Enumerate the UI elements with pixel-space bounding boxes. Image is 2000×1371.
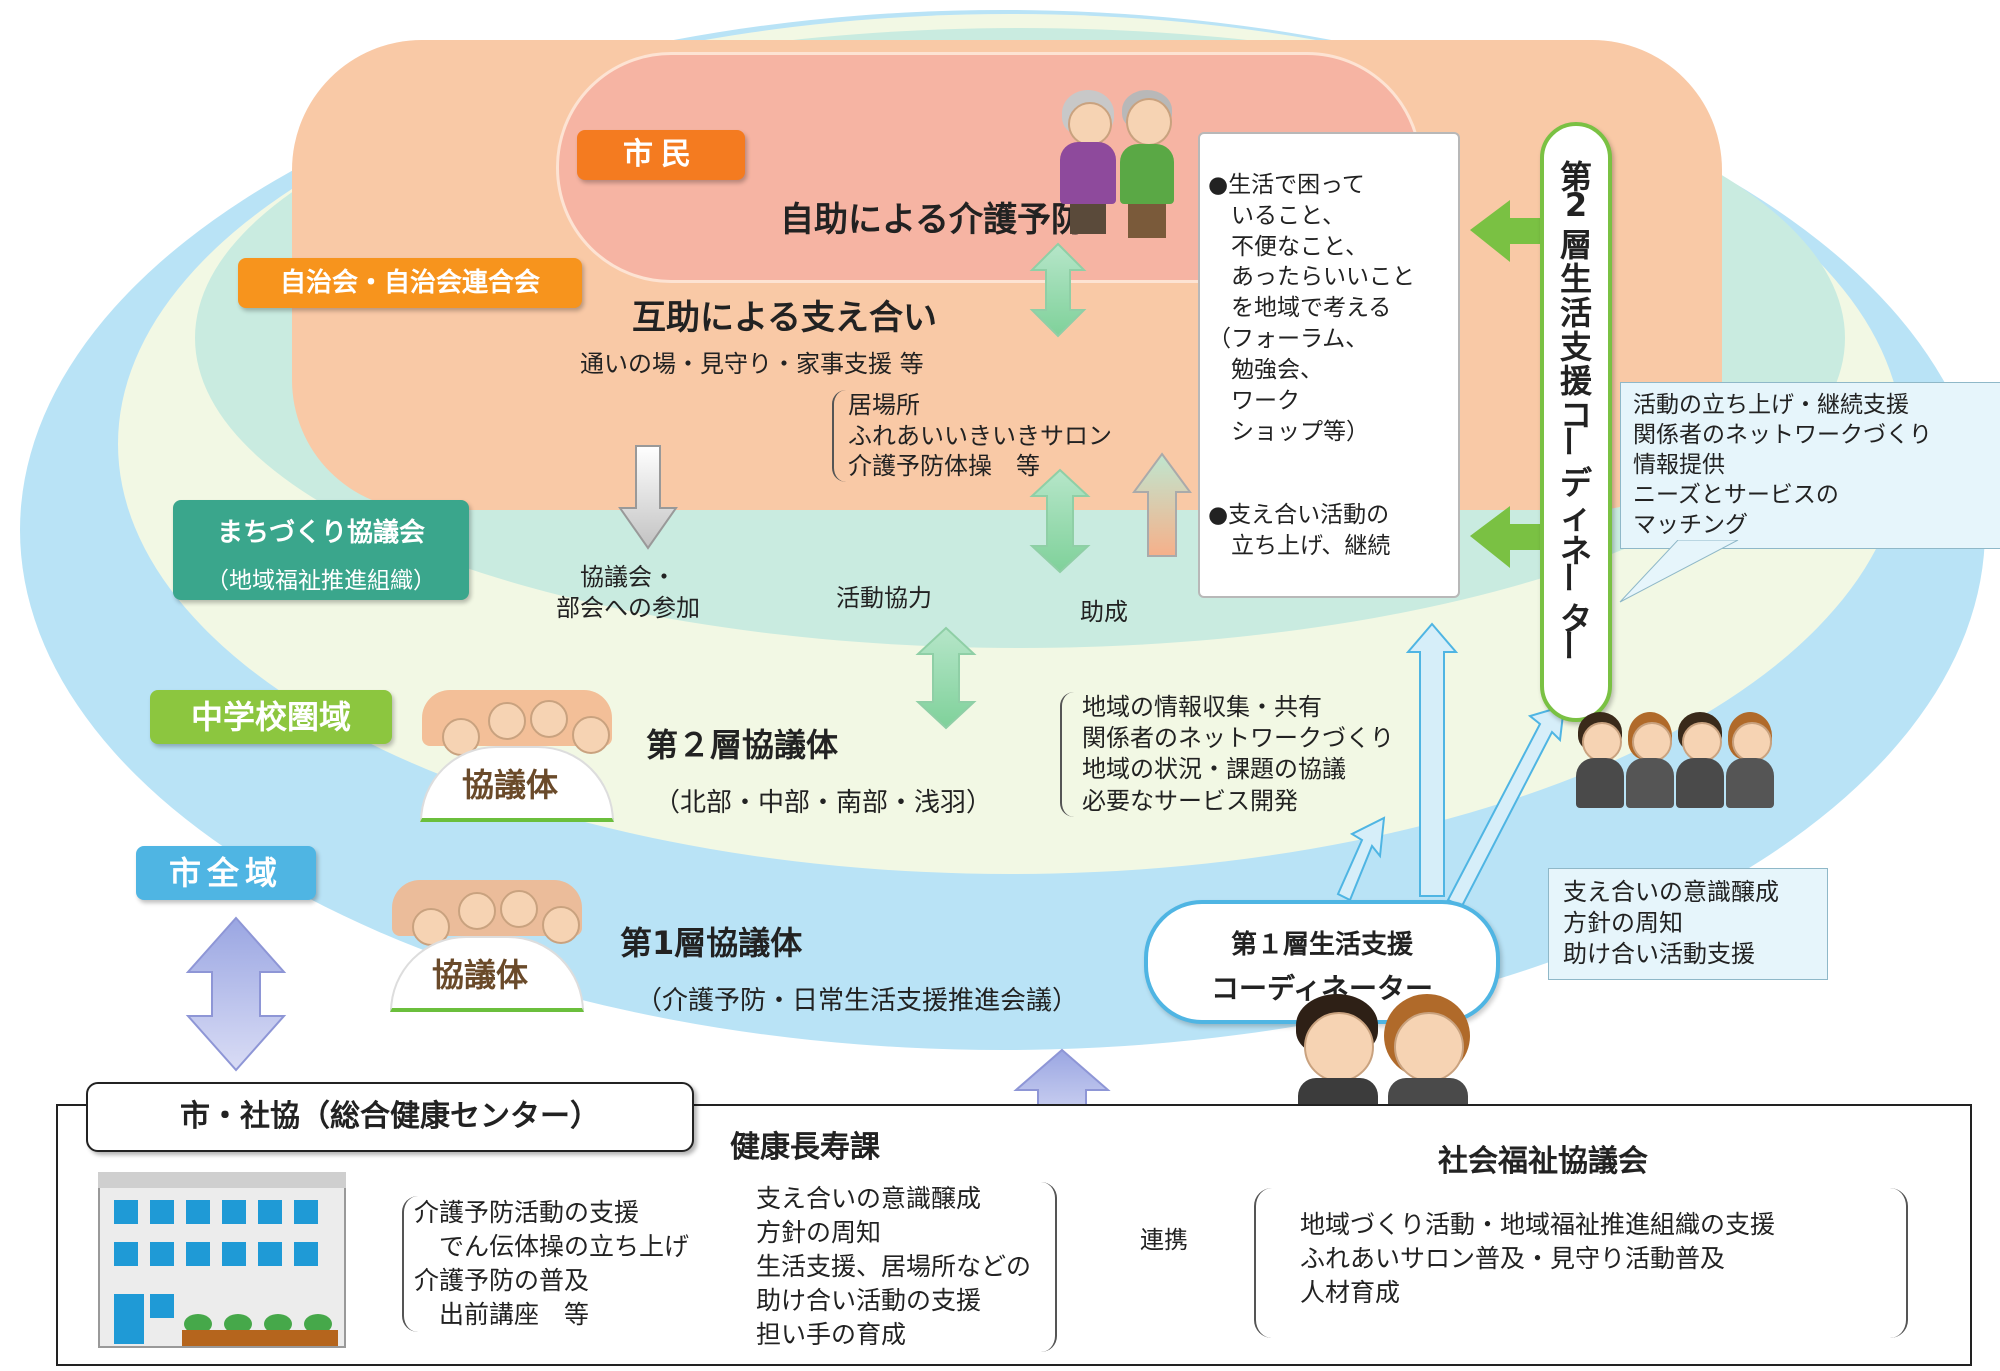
council1-icon: 協議体 (372, 880, 602, 1016)
coord2-char: 2 (1564, 186, 1588, 224)
jijokai-tag: 自治会・自治会連合会 (238, 258, 582, 308)
bottom-title: 市・社協（総合健康センター） (86, 1082, 694, 1152)
council2-icon: 協議体 (402, 690, 632, 826)
council1-sub: （介護予防・日常生活支援推進会議） (636, 986, 1079, 1016)
coord2-char: 支 (1559, 328, 1592, 366)
elderly-couple-illustration (1040, 90, 1180, 240)
coord2-char: ィ (1559, 498, 1592, 536)
building-icon (98, 1172, 346, 1348)
middle-info-box (1198, 132, 1460, 598)
subsidy-arrow (1132, 452, 1192, 557)
mutual-title: 互助による支え合い (632, 298, 937, 338)
city-link-arrow (185, 916, 287, 1072)
coordinator2-arrow-bottom (1470, 506, 1540, 568)
bottom-right-bracket (1254, 1188, 1908, 1338)
council2-sub: （北部・中部・南部・浅羽） (654, 788, 993, 818)
renkei-label: 連携 (1140, 1226, 1188, 1254)
coord2-char: 層 (1559, 226, 1592, 264)
bottom-left-list: 介護予防活動の支援 でん伝体操の立ち上げ 介護予防の普及 出前講座 等 (402, 1196, 689, 1332)
council1-icon-label: 協議体 (432, 956, 529, 994)
machizukuri-label: まちづくり協議会 (216, 518, 425, 548)
machizukuri-tag: まちづくり協議会 （地域福祉推進組織） (173, 500, 469, 600)
machizukuri-sub: （地域福祉推進組織） (206, 568, 436, 594)
coordinator2-arrow-top (1470, 200, 1540, 262)
council2-arrow (915, 626, 977, 730)
mutual-examples: 居場所 ふれあいいきいきサロン 介護予防体操 等 (832, 390, 1112, 483)
coord2-char: 援 (1559, 362, 1592, 400)
council2-tasks: 地域の情報収集・共有 関係者のネットワークづくり 地域の状況・課題の協議 必要な… (1060, 692, 1394, 817)
participation-arrow (618, 445, 678, 550)
middle-box-text1: ●生活で困って いること、 不便なこと、 あったらいいこと を地域で考える （フ… (1208, 172, 1415, 445)
council1-title: 第1層協議体 (620, 924, 803, 962)
shimin-tag: 市民 (577, 130, 745, 180)
coordinator2-callout: 活動の立ち上げ・継続支援 関係者のネットワークづくり 情報提供 ニーズとサービス… (1620, 382, 2000, 550)
bottom-right-list: 地域づくり活動・地域福祉推進組織の支援 ふれあいサロン普及・見守り活動普及 人材… (1300, 1210, 1776, 1307)
council2-title: 第２層協議体 (646, 726, 839, 764)
coord2-char: ー (1549, 424, 1587, 457)
middle-box-text2: ●支え合い活動の 立ち上げ、継続 (1208, 502, 1391, 559)
coord2-char: 生 (1559, 260, 1592, 298)
coordinator2-label: 第 2 層 生 活 支 援 コ ー デ ィ ネ ー タ ー (1540, 122, 1612, 722)
callout2-tail (1619, 540, 1739, 603)
self-mutual-arrow (1029, 242, 1087, 338)
mutual-sub: 通いの場・見守り・家事支援 等 (580, 350, 924, 378)
bottom-dept: 健康長寿課 (730, 1130, 880, 1165)
shizen-tag: 市全域 (136, 846, 316, 900)
coord1-arrow-right (1446, 704, 1566, 908)
coord2-char: 活 (1559, 294, 1592, 332)
self-help-title: 自助による介護予防 (780, 200, 1085, 240)
bottom-council: 社会福祉協議会 (1438, 1144, 1648, 1179)
council2-icon-label: 協議体 (462, 766, 559, 804)
coord2-char: ー (1549, 628, 1587, 661)
coord1-arrow-center (1405, 622, 1459, 897)
coordinator2-team-illustration (1572, 712, 1782, 812)
coordinator1-line1: 第１層生活支援 (1230, 930, 1413, 960)
cooperation-arrow (1029, 468, 1091, 574)
flow-subsidy: 助成 (1080, 598, 1128, 626)
coord1-arrow-left (1336, 816, 1386, 902)
chugaku-tag: 中学校圏域 (150, 690, 392, 744)
flow-participation: 協議会・ 部会への参加 (556, 563, 700, 622)
coord2-char: ー (1549, 560, 1587, 593)
flow-cooperation: 活動協力 (836, 584, 932, 612)
coordinator1-callout: 支え合いの意識醸成 方針の周知 助け合い活動支援 (1548, 868, 1828, 980)
coord2-char: 第 (1559, 158, 1592, 196)
bottom-mid-list: 支え合いの意識醸成 方針の周知 生活支援、居場所などの 助け合い活動の支援 担い… (756, 1182, 1058, 1352)
